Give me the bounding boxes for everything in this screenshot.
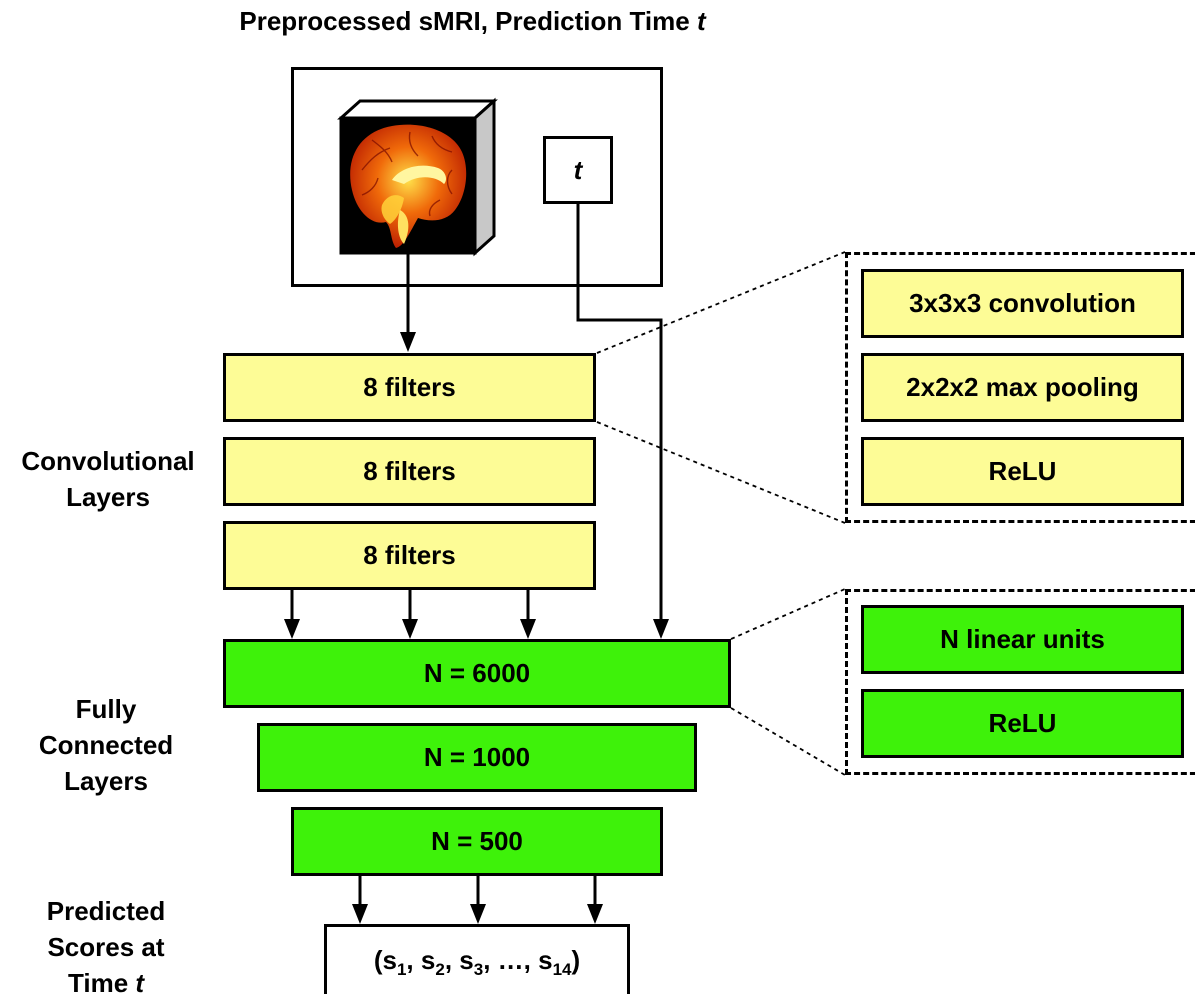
fc-section-label: Fully Connected Layers (38, 694, 174, 796)
fc-detail-panel (845, 589, 1195, 775)
zoom-line-conv-bottom (596, 421, 846, 524)
conv-detail-relu: ReLU (861, 437, 1184, 506)
fc-detail-linear-units: N linear units (861, 605, 1184, 674)
title-text: Preprocessed sMRI, Prediction Time (239, 6, 697, 36)
brain-slice (350, 124, 467, 248)
fc-layer-1-label: N = 6000 (423, 658, 531, 688)
conv-detail-panel (845, 252, 1195, 523)
fc-detail-relu-label: ReLU (988, 708, 1057, 738)
output-scores-label: (s1, s2, s3, …, s14) (373, 945, 581, 979)
conv-detail-max-pooling-label: 2x2x2 max pooling (906, 372, 1139, 402)
conv-detail-max-pooling: 2x2x2 max pooling (861, 353, 1184, 422)
prediction-section-label: Predicted Scores at Time t (46, 896, 166, 998)
fc-layer-3: N = 500 (291, 807, 663, 876)
conv-layer-1-label: 8 filters (363, 372, 456, 402)
fc-detail-linear-units-label: N linear units (940, 624, 1105, 654)
fc-layer-2-label: N = 1000 (423, 742, 531, 772)
prediction-time-label: t (573, 154, 583, 185)
conv-layer-3: 8 filters (223, 521, 596, 590)
conv-detail-convolution-label: 3x3x3 convolution (909, 288, 1136, 318)
conv-detail-relu-label: ReLU (988, 456, 1057, 486)
title-time-variable: t (696, 6, 706, 36)
fc-layer-3-label: N = 500 (431, 826, 523, 856)
zoom-line-conv-top (596, 251, 846, 354)
conv-layer-2-label: 8 filters (363, 456, 456, 486)
zoom-line-fc-top (730, 588, 846, 640)
fc-layer-2: N = 1000 (257, 723, 697, 792)
diagram-title: Preprocessed sMRI, Prediction Time t (0, 6, 945, 37)
conv-layer-1: 8 filters (223, 353, 596, 422)
arrow-time-to-fc (576, 204, 663, 627)
conv-detail-convolution: 3x3x3 convolution (861, 269, 1184, 338)
fc-detail-relu: ReLU (861, 689, 1184, 758)
conv-layer-2: 8 filters (223, 437, 596, 506)
prediction-time-input-box: t (543, 136, 613, 204)
fc-layer-1: N = 6000 (223, 639, 731, 708)
output-scores-box: (s1, s2, s3, …, s14) (324, 924, 630, 994)
conv-layer-3-label: 8 filters (363, 540, 456, 570)
zoom-line-fc-bottom (730, 707, 846, 776)
conv-section-label: Convolutional Layers (21, 446, 195, 512)
arrowheads (284, 332, 669, 924)
